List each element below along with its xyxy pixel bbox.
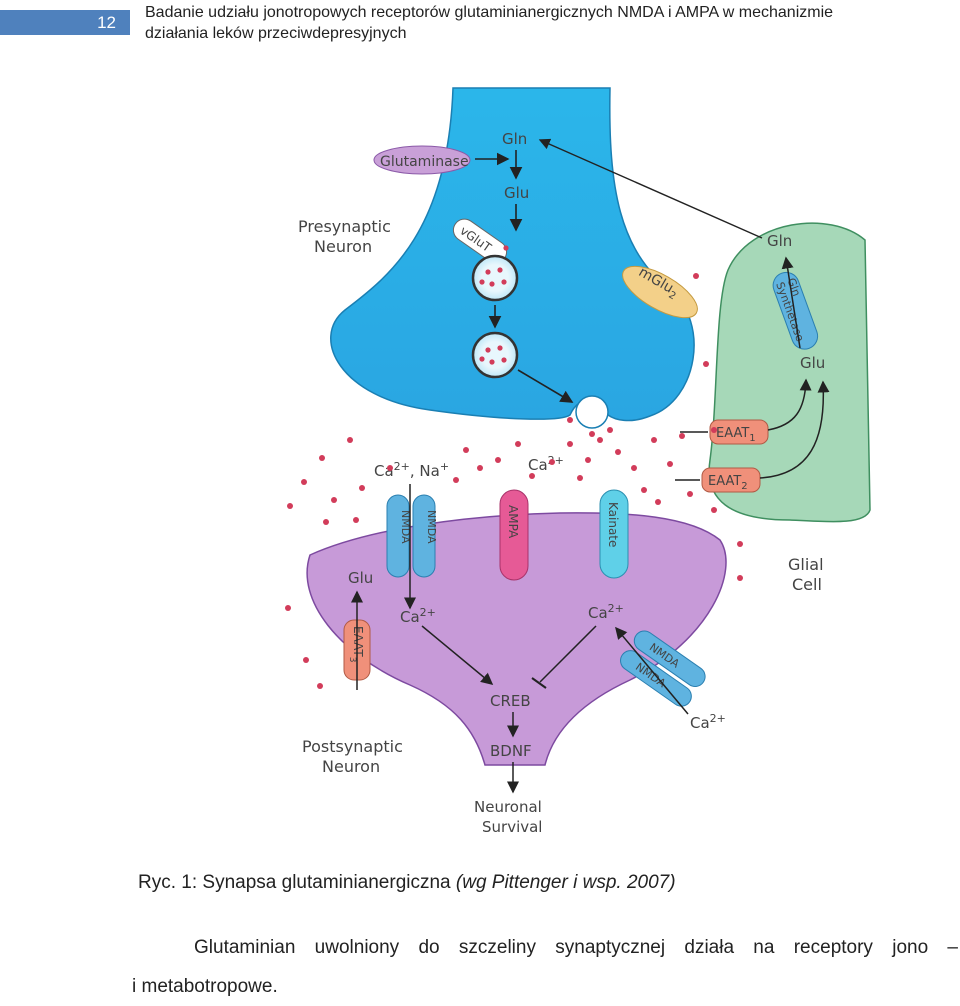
glutaminase-label: Glutaminase	[380, 154, 469, 170]
postsynaptic-label-2: Neuron	[322, 757, 380, 776]
body-line-1: Glutaminian uwolniony do szczeliny synap…	[194, 937, 958, 958]
kainate-receptor	[599, 489, 629, 579]
caption-text: Ryc. 1: Synapsa glutaminianergiczna	[138, 872, 456, 893]
nmda-label-right: NMDA	[425, 510, 438, 544]
caption-source: (wg Pittenger i wsp. 2007)	[455, 872, 676, 893]
nmda-receptor-left	[386, 494, 410, 578]
extrasynaptic-nmda-top	[633, 630, 706, 688]
gln-synthetase-enzyme	[772, 271, 819, 350]
survival-label-1: Neuronal	[474, 798, 542, 816]
eaat2-transporter	[701, 467, 761, 493]
glu-glial: Glu	[800, 354, 825, 372]
nmda-receptor-right	[412, 494, 436, 578]
mglu2-receptor	[622, 265, 698, 319]
page-header: 12 Badanie udziału jonotropowych recepto…	[0, 0, 960, 50]
creb-label: CREB	[490, 692, 531, 710]
gln-glial: Gln	[767, 232, 792, 250]
presynaptic-label-1: Presynaptic	[298, 217, 391, 236]
eaat1-transporter	[709, 419, 769, 445]
ampa-label: AMPA	[506, 505, 520, 539]
body-paragraph: Glutaminian uwolniony do szczeliny synap…	[132, 928, 958, 1006]
postsynaptic-label-1: Postsynaptic	[302, 737, 403, 756]
running-title: Badanie udziału jonotropowych receptorów…	[145, 2, 955, 44]
running-title-line1: Badanie udziału jonotropowych receptorów…	[145, 4, 834, 21]
synapse-diagram: Presynaptic Neuron Postsynaptic Neuron G…	[285, 87, 871, 836]
page-number: 12	[0, 10, 130, 35]
ca-postsynaptic-right: Ca2+	[588, 602, 624, 622]
ampa-receptor	[499, 489, 529, 581]
glutaminase-enzyme	[373, 145, 471, 175]
glu-postsynaptic: Glu	[348, 569, 373, 587]
extrasynaptic-nmda-bottom	[620, 650, 692, 707]
ca-postsynaptic-left: Ca2+	[400, 606, 436, 626]
bdnf-label: BDNF	[490, 742, 532, 760]
gln-presynaptic: Gln	[502, 130, 527, 148]
release-pore	[575, 395, 609, 429]
glu-presynaptic: Glu	[504, 184, 529, 202]
eaat1-label: EAAT1	[716, 426, 756, 444]
kainate-label: Kainate	[606, 502, 620, 547]
body-line-2: i metabotropowe.	[132, 976, 278, 997]
glutamate-molecules	[285, 273, 743, 689]
ca-nmda-ions: Ca2+, Na+	[374, 460, 449, 480]
eaat2-label: EAAT2	[708, 474, 748, 492]
presynaptic-label-2: Neuron	[314, 237, 372, 256]
vesicle-1	[471, 254, 519, 302]
glial-label-2: Cell	[792, 575, 822, 594]
nmda-label-left: NMDA	[399, 510, 412, 544]
ca-extrasynaptic: Ca2+	[690, 712, 726, 732]
survival-label-2: Survival	[482, 818, 542, 836]
glial-label-1: Glial	[788, 555, 824, 574]
vesicle-2	[471, 331, 519, 379]
figure-caption: Ryc. 1: Synapsa glutaminianergiczna (wg …	[138, 872, 676, 894]
running-title-line2: działania leków przeciwdepresyjnych	[145, 25, 407, 42]
eaat3-label: EAAT3	[347, 626, 365, 662]
ca-cleft-ions: Ca2+	[528, 454, 564, 474]
